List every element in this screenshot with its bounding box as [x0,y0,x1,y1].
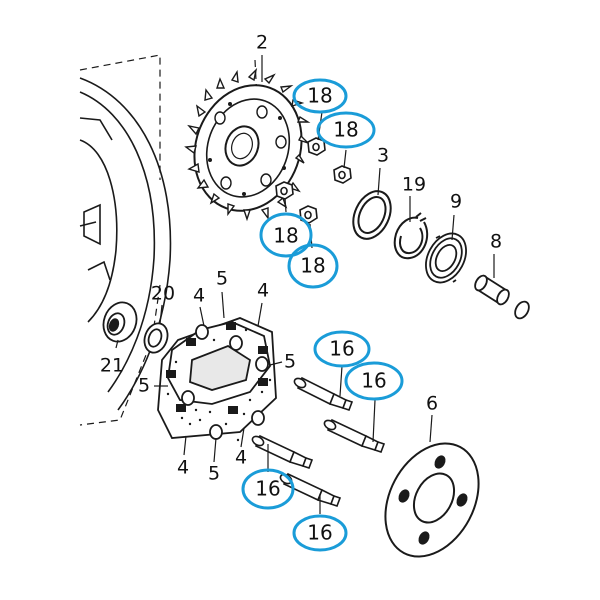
wheel-hub [79,77,172,411]
callout-16d: 16 [292,514,348,552]
label-5a: 5 [216,268,228,290]
callout-18c-text: 18 [273,224,298,248]
ring-19 [393,212,429,260]
studs [251,376,386,508]
label-5c: 5 [138,375,150,397]
damper-assembly [157,317,277,442]
callout-18c: 18 [259,212,313,258]
label-8: 8 [490,231,502,253]
callout-18a: 18 [292,78,348,114]
seal-20 [143,322,169,354]
callout-16c: 16 [241,468,295,510]
callout-18d: 18 [287,243,339,289]
callout-16d-text: 16 [307,521,332,545]
label-5d: 5 [208,463,220,485]
callout-16b-text: 16 [361,369,386,393]
sprocket [184,67,311,222]
bearing-21 [102,301,138,343]
callout-18a-text: 18 [307,84,332,108]
label-4a: 4 [193,285,205,307]
label-5b: 5 [284,351,296,373]
part-labels: 2 3 19 9 8 20 21 4 5 4 5 5 4 5 4 6 [100,32,502,485]
callouts: 18 18 18 18 16 16 16 16 [241,78,404,552]
callout-18b-text: 18 [333,118,358,142]
label-21: 21 [100,355,124,377]
callout-18d-text: 18 [300,254,325,278]
label-2: 2 [256,32,268,54]
ring-3 [352,190,392,240]
callout-16c-text: 16 [255,477,280,501]
label-3: 3 [377,145,389,167]
collar-8 [474,274,530,320]
callout-18b: 18 [316,111,376,149]
flange-6 [384,442,480,558]
callout-16a-text: 16 [329,337,354,361]
label-6: 6 [426,393,438,415]
callout-16b: 16 [344,361,404,401]
label-4b: 4 [257,280,269,302]
label-9: 9 [450,191,462,213]
label-4c: 4 [177,457,189,479]
callout-16a: 16 [313,330,371,368]
label-20: 20 [151,283,175,305]
seal-9 [425,232,467,284]
leader-lines [115,55,495,514]
label-19: 19 [402,174,426,196]
label-4d: 4 [235,447,247,469]
